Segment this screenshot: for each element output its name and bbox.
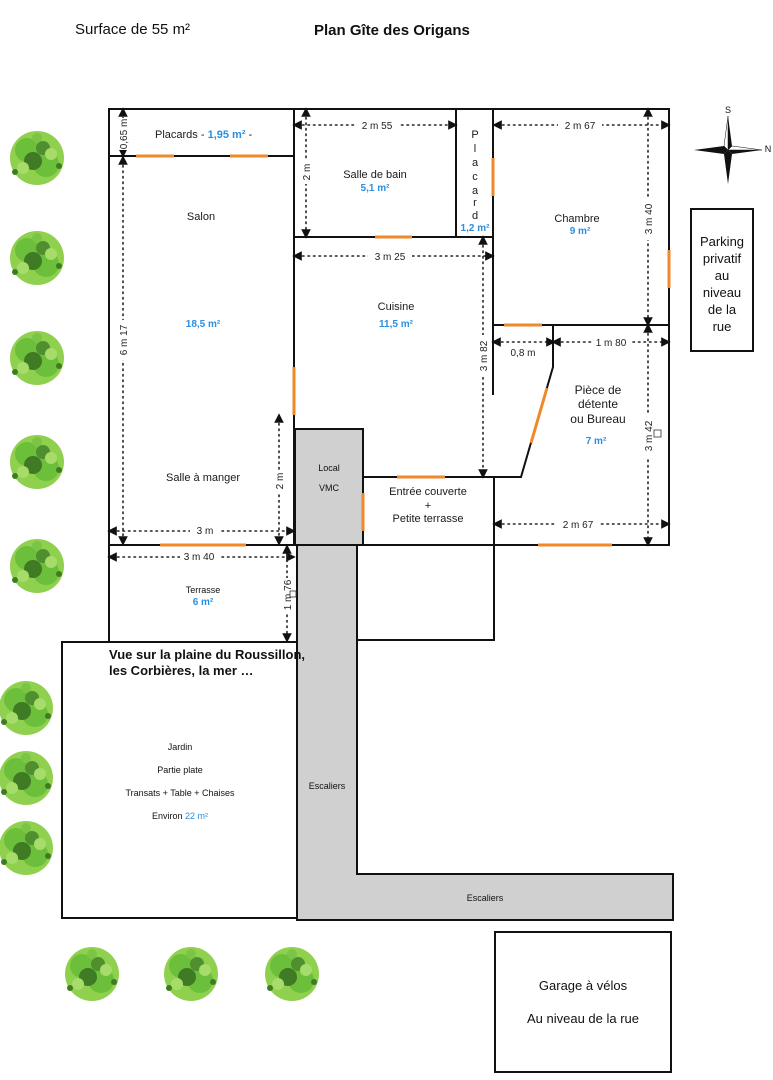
room-local-vmc: VMC [319, 483, 340, 493]
dim-label: 3 m 42 [644, 420, 655, 451]
room-detente: détente [578, 397, 618, 411]
room-detente: ou Bureau [570, 412, 625, 426]
dim-label: 3 m 40 [184, 552, 215, 563]
dim-label: 2 m 67 [563, 520, 594, 531]
tree-icon [0, 681, 53, 735]
placard-letter: P [471, 129, 478, 141]
escaliers [296, 544, 674, 921]
dim-label: 2 m [275, 473, 286, 490]
tree-icon [10, 131, 64, 185]
plan-title: Plan Gîte des Origans [314, 22, 470, 39]
dim-label: 6 m 17 [119, 324, 130, 355]
dim-label: 3 m [197, 526, 214, 537]
parking-area [690, 208, 754, 352]
room-jardin: Partie plate [157, 765, 203, 775]
placard-letter: c [472, 171, 478, 183]
placard-letter: a [472, 185, 479, 197]
dim-label: 1 m 76 [283, 579, 294, 610]
escaliers-label: Escaliers [309, 781, 346, 791]
socket-icon [653, 429, 662, 438]
room-area: 18,5 m² [186, 319, 221, 330]
room-chambre: Chambre [554, 213, 599, 225]
tree-icon [0, 751, 53, 805]
room-jardin: Transats + Table + Chaises [125, 788, 235, 798]
garage-label: Garage à vélos [539, 978, 628, 993]
surface-label: Surface de 55 m² [75, 21, 190, 38]
tree-icon [164, 947, 218, 1001]
room-placards: Placards - 1,95 m² - [155, 129, 253, 141]
room-area: 1,2 m² [461, 223, 491, 234]
garage-label: Au niveau de la rue [527, 1011, 639, 1026]
room-detente: Pièce de [575, 383, 622, 397]
dim-label: 3 m 82 [479, 340, 490, 371]
compass-icon: S N [694, 105, 771, 184]
room-entree: Petite terrasse [393, 513, 464, 525]
view-text: les Corbières, la mer … [109, 663, 254, 678]
room-cuisine: Cuisine [378, 301, 415, 313]
parking-line: de la [708, 302, 737, 317]
tree-icon [65, 947, 119, 1001]
room-area: 9 m² [570, 226, 591, 237]
dim-label: 0,65 m [119, 119, 130, 150]
dim-label: 0,8 m [510, 348, 535, 359]
placard-letter: r [473, 197, 477, 209]
dim-label: 1 m 80 [596, 338, 627, 349]
svg-text:N: N [765, 144, 772, 154]
view-text: Vue sur la plaine du Roussillon, [109, 647, 305, 662]
placard-letter: l [474, 143, 476, 155]
room-entree: Entrée couverte [389, 486, 467, 498]
door-opening [529, 387, 549, 444]
tree-icon [10, 539, 64, 593]
room-area: 6 m² [193, 597, 214, 608]
escaliers-label: Escaliers [467, 893, 504, 903]
room-area: 7 m² [586, 436, 607, 447]
room-jardin: Jardin [168, 742, 193, 752]
placard-letter: d [472, 210, 478, 222]
dim-label: 2 m 55 [362, 121, 393, 132]
room-jardin-area: Environ 22 m² [152, 811, 208, 821]
room-area: 5,1 m² [361, 183, 391, 194]
parking-line: privatif [703, 251, 742, 266]
dim-label: 3 m 25 [375, 252, 406, 263]
parking-line: rue [713, 319, 732, 334]
svg-text:S: S [725, 105, 731, 115]
jardin [61, 641, 298, 919]
placard-letter: a [472, 157, 479, 169]
room-area: 11,5 m² [379, 319, 414, 330]
room-salle-a-manger: Salle à manger [166, 472, 240, 484]
dim-label: 2 m 67 [565, 121, 596, 132]
parking-line: au [715, 268, 729, 283]
tree-icon [0, 821, 53, 875]
dim-label: 3 m 40 [644, 203, 655, 234]
tree-icon [10, 435, 64, 489]
socket-icon [289, 590, 297, 598]
parking-line: Parking [700, 234, 744, 249]
room-entree: + [425, 500, 431, 512]
room-local-vmc: Local [318, 463, 340, 473]
parking-line: niveau [703, 285, 741, 300]
garage [494, 931, 672, 1073]
dim-label: 2 m [302, 164, 313, 181]
tree-icon [10, 231, 64, 285]
room-terrasse: Terrasse [186, 585, 221, 595]
room-salon: Salon [187, 211, 215, 223]
tree-icon [10, 331, 64, 385]
local-vmc [294, 428, 364, 546]
room-salle-de-bain: Salle de bain [343, 169, 407, 181]
tree-icon [265, 947, 319, 1001]
